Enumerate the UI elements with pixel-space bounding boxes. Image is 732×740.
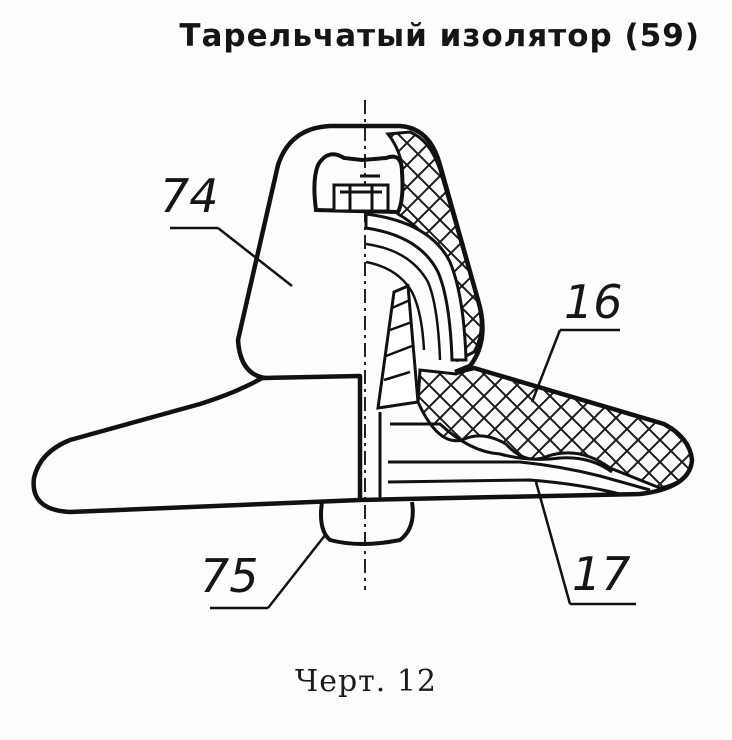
skirt-hatch-region — [416, 366, 694, 490]
callout-74: 74 — [160, 169, 219, 223]
callout-75: 75 — [200, 549, 259, 603]
figure-title: Тарельчатый изолятор (59) — [179, 18, 700, 54]
insulator-skirt-outline — [31, 373, 363, 515]
skirt-rib — [388, 460, 651, 492]
figure-caption: Черт. 12 — [295, 664, 437, 699]
callout-17: 17 — [572, 547, 631, 601]
inner-pin — [364, 212, 468, 362]
cap-nut — [332, 183, 390, 213]
callout-16: 16 — [564, 275, 623, 329]
bottom-boss — [319, 501, 415, 546]
